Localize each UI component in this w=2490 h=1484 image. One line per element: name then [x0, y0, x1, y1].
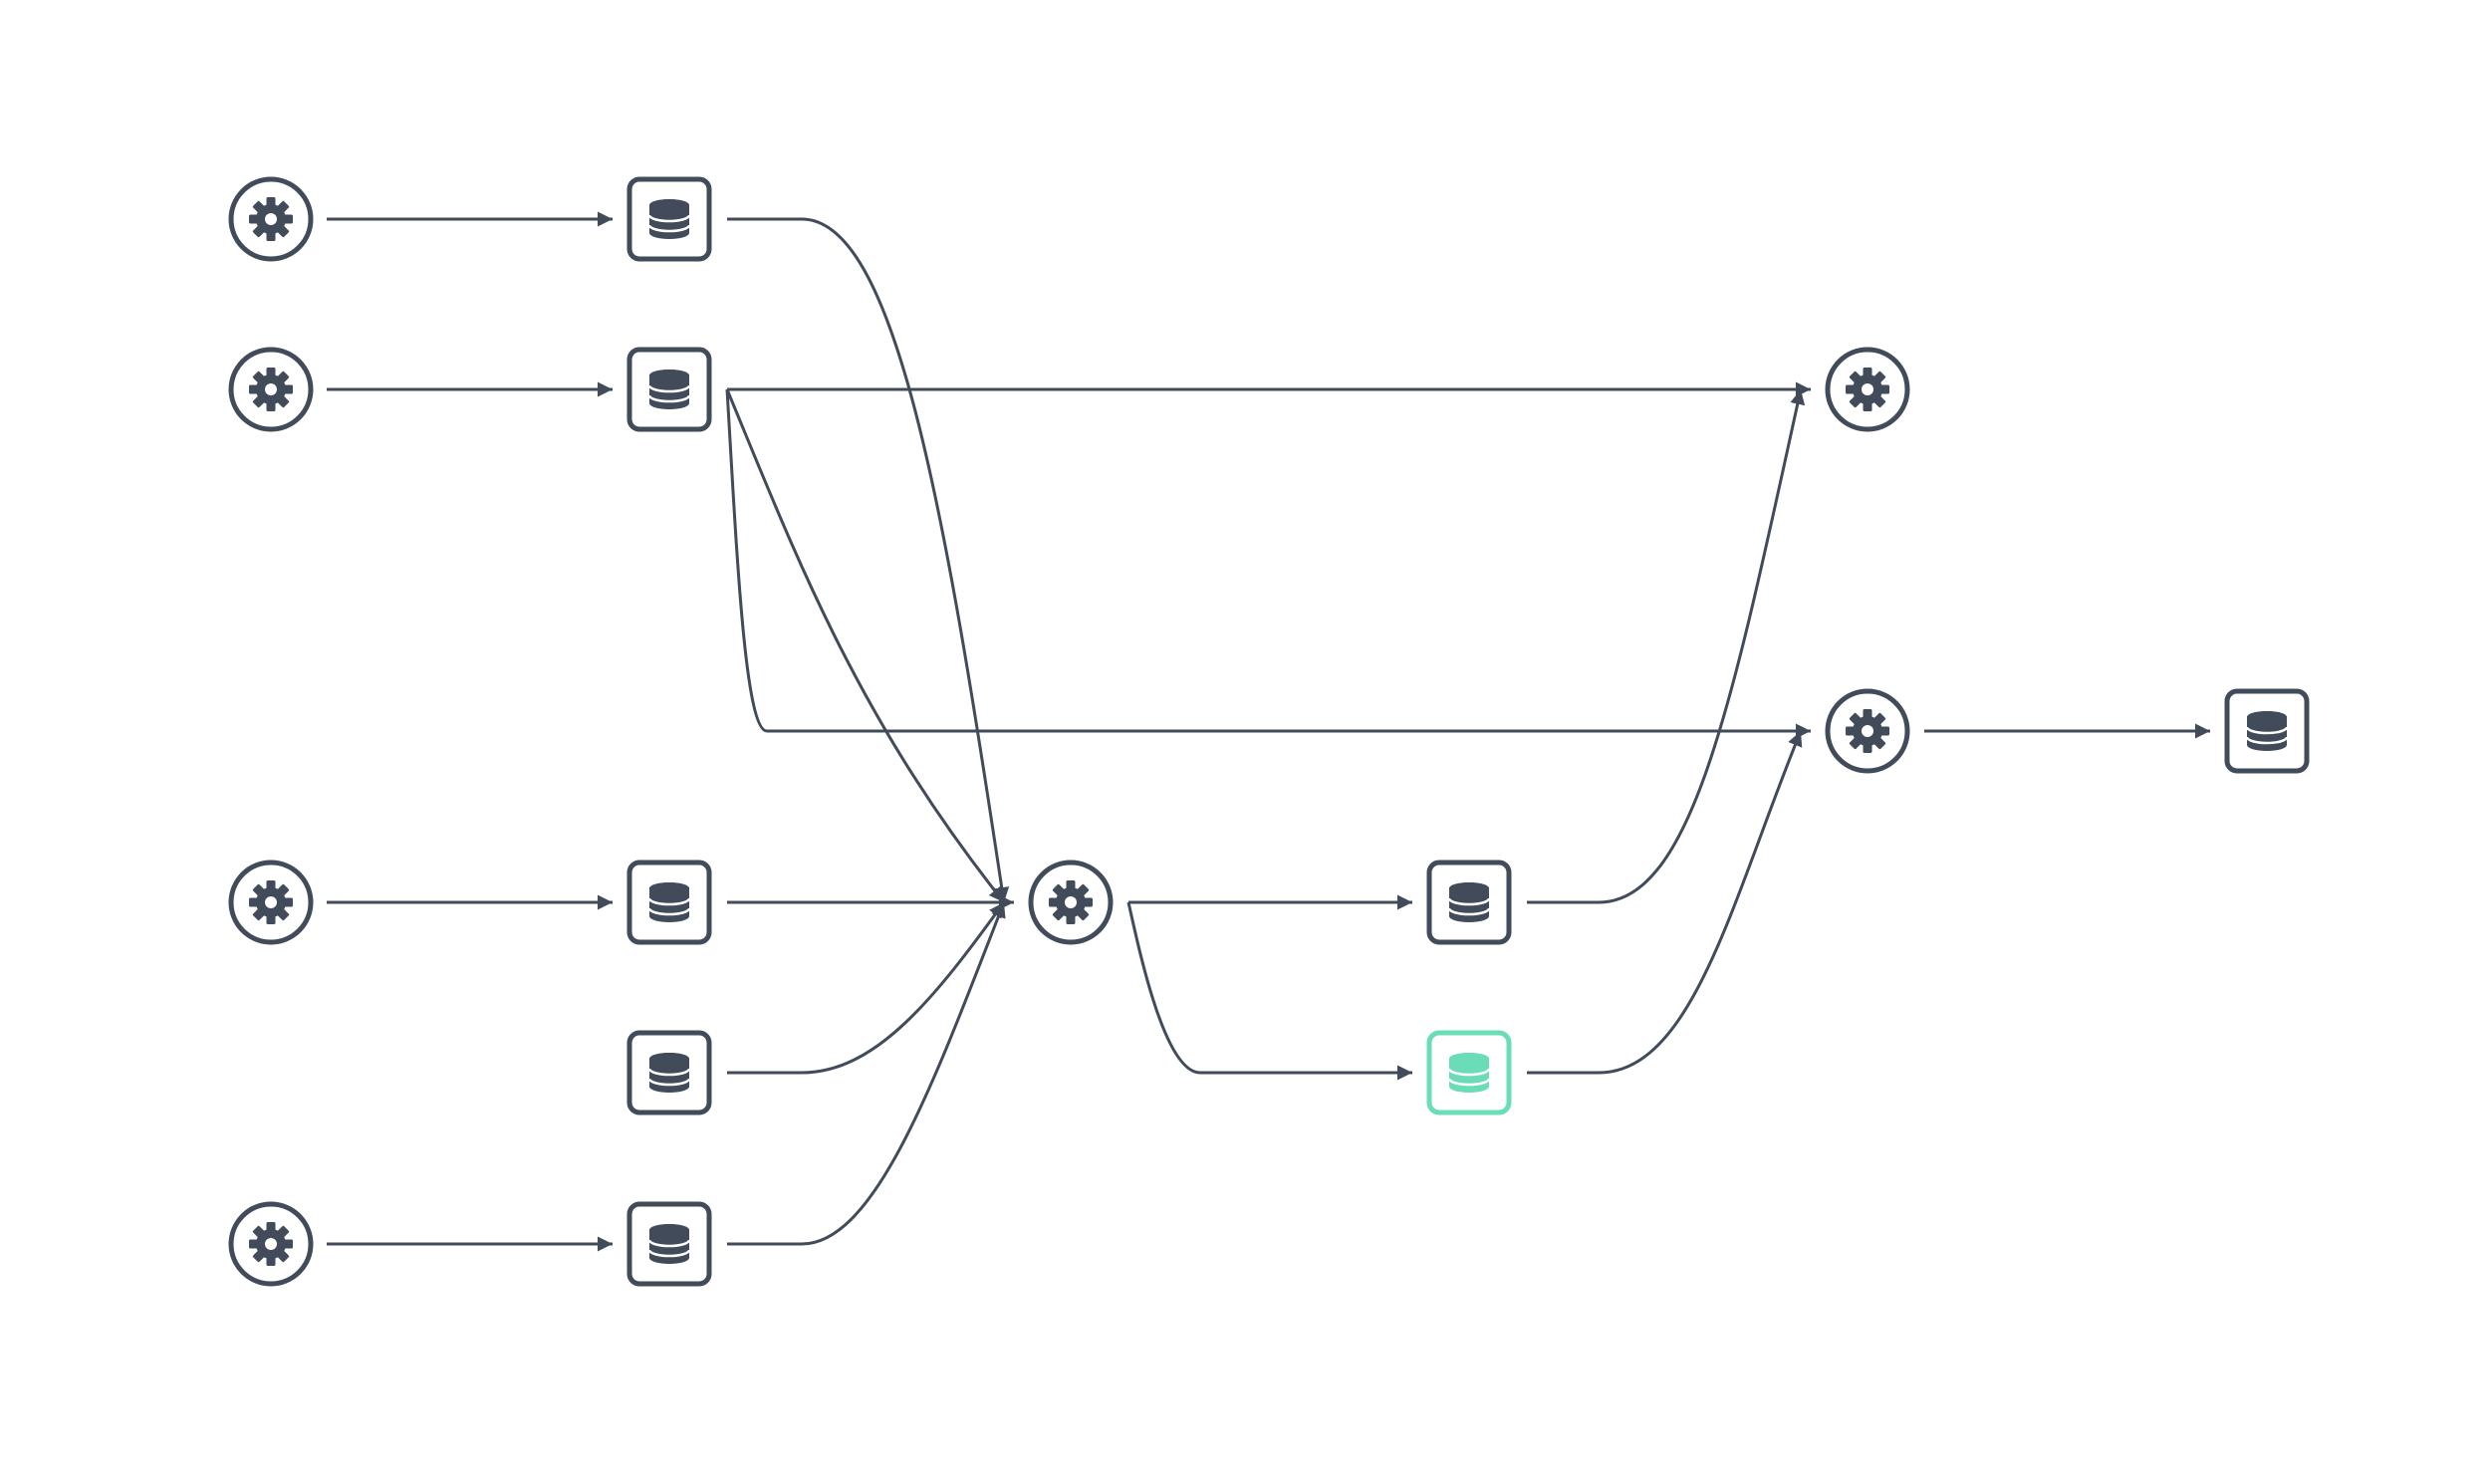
- dataset-node-dataset-1[interactable]: [626, 176, 712, 262]
- dataset-node-dataset-selected[interactable]: [1426, 1030, 1512, 1115]
- edge-dataset-2-to-job-center: [725, 388, 1006, 903]
- edge-dataset-2-to-job-mid-right: [725, 388, 1811, 739]
- database-icon: [647, 1224, 691, 1264]
- database-icon: [2245, 711, 2289, 751]
- edge-dataset-center-out-to-job-top-right: [1527, 388, 1806, 904]
- job-node-job-mid-right[interactable]: [1825, 688, 1910, 774]
- gear-icon: [1846, 368, 1889, 411]
- edge-dataset-1-to-job-center: [727, 217, 1010, 903]
- database-icon: [1447, 1053, 1491, 1093]
- gear-icon: [249, 880, 293, 924]
- edge-dataset-5-to-job-center: [727, 901, 1006, 1246]
- dataset-node-dataset-final[interactable]: [2224, 688, 2310, 774]
- database-icon: [647, 882, 691, 922]
- dataset-node-dataset-3[interactable]: [626, 860, 712, 945]
- job-node-job-center[interactable]: [1028, 860, 1114, 945]
- job-node-job-1[interactable]: [228, 176, 314, 262]
- database-icon: [1447, 882, 1491, 922]
- dataset-node-dataset-5[interactable]: [626, 1201, 712, 1287]
- job-node-job-4[interactable]: [228, 1201, 314, 1287]
- dataset-node-dataset-2[interactable]: [626, 347, 712, 432]
- gear-icon: [1049, 880, 1093, 924]
- database-icon: [647, 199, 691, 239]
- dataset-node-dataset-4[interactable]: [626, 1030, 712, 1115]
- job-node-job-3[interactable]: [228, 860, 314, 945]
- gear-icon: [1846, 709, 1889, 753]
- database-icon: [647, 1053, 691, 1093]
- job-node-job-top-right[interactable]: [1825, 347, 1910, 432]
- database-icon: [647, 370, 691, 409]
- job-node-job-2[interactable]: [228, 347, 314, 432]
- edges-layer: [327, 211, 2210, 1252]
- gear-icon: [249, 368, 293, 411]
- edge-dataset-selected-to-job-mid-right: [1527, 730, 1803, 1075]
- edge-job-center-to-dataset-selected: [1126, 901, 1412, 1081]
- nodes-layer: [228, 176, 2310, 1287]
- dataset-node-dataset-center-out[interactable]: [1426, 860, 1512, 945]
- gear-icon: [249, 1222, 293, 1266]
- edge-dataset-4-to-job-center: [727, 901, 1006, 1075]
- gear-icon: [249, 197, 293, 241]
